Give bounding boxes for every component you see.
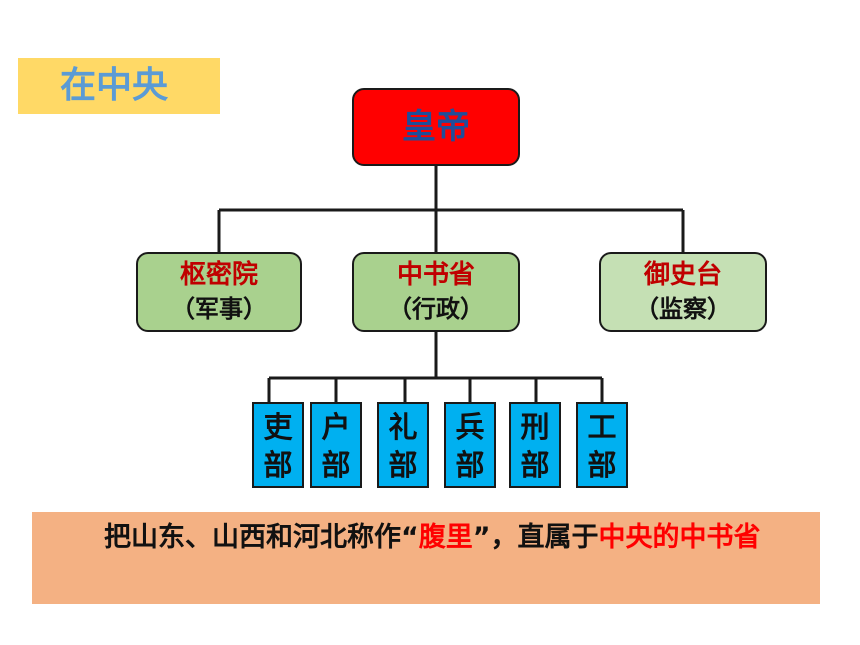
dept-personnel: 吏 部 <box>252 402 304 488</box>
dept-war: 兵 部 <box>444 402 496 488</box>
dept-justice: 刑 部 <box>509 402 561 488</box>
office-name: 枢密院 <box>179 260 258 290</box>
note-highlight: 腹里 <box>418 522 473 553</box>
dept-rites: 礼 部 <box>377 402 429 488</box>
dept-works: 工 部 <box>576 402 628 488</box>
note-text: ”，直属于 <box>472 522 599 553</box>
dept-char: 部 <box>263 448 293 482</box>
emperor-node: 皇帝 <box>352 88 520 166</box>
office-role: （监察） <box>635 295 731 323</box>
dept-char: 部 <box>455 448 485 482</box>
office-node-military: 枢密院 （军事） <box>136 252 302 332</box>
dept-char: 吏 <box>263 410 293 444</box>
dept-char: 礼 <box>388 410 418 444</box>
note-text: 把山东、山西和河北称作“ <box>104 522 419 553</box>
dept-char: 部 <box>587 448 617 482</box>
office-name: 御史台 <box>643 260 722 290</box>
dept-char: 工 <box>587 410 617 444</box>
note-highlight: 中央的中书省 <box>598 522 761 553</box>
section-tag: 在中央 <box>18 58 220 114</box>
office-node-supervision: 御史台 （监察） <box>599 252 767 332</box>
office-name: 中书省 <box>396 260 475 290</box>
dept-char: 部 <box>520 448 550 482</box>
dept-char: 部 <box>388 448 418 482</box>
office-role: （行政） <box>388 295 484 323</box>
dept-char: 兵 <box>455 410 485 444</box>
dept-char: 户 <box>321 410 351 444</box>
dept-revenue: 户 部 <box>310 402 362 488</box>
office-node-administration: 中书省 （行政） <box>352 252 520 332</box>
office-role: （军事） <box>171 295 267 323</box>
dept-char: 部 <box>321 448 351 482</box>
note-box: 把山东、山西和河北称作“腹里”，直属于中央的中书省 <box>32 512 820 604</box>
dept-char: 刑 <box>520 410 550 444</box>
